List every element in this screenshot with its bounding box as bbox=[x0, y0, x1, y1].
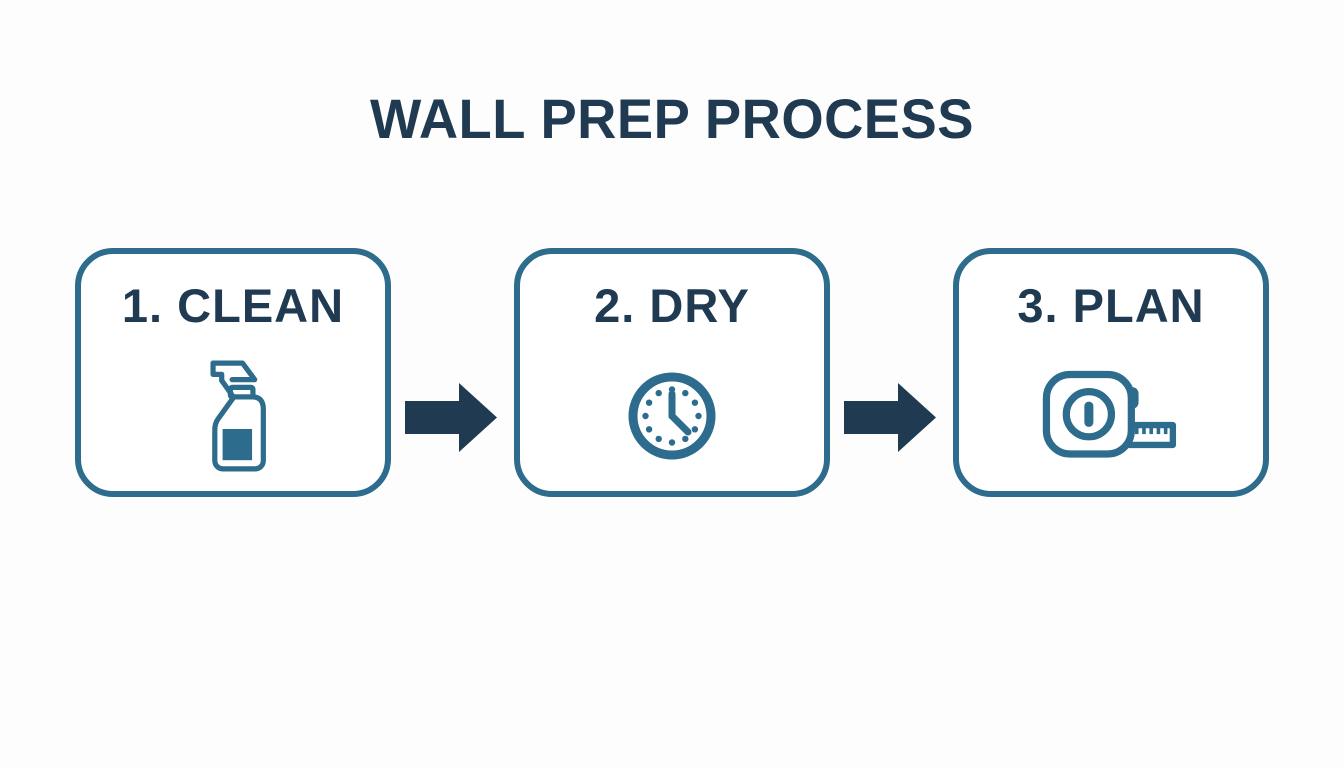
step-label: 2. DRY bbox=[594, 279, 750, 332]
clock-icon bbox=[622, 342, 722, 491]
arrow-right-icon bbox=[405, 380, 500, 455]
step-label: 3. PLAN bbox=[1017, 279, 1205, 332]
step-box-clean: 1. CLEAN bbox=[75, 248, 391, 497]
step-box-dry: 2. DRY bbox=[514, 248, 830, 497]
spray-bottle-icon bbox=[194, 342, 272, 491]
step-box-plan: 3. PLAN bbox=[953, 248, 1269, 497]
arrow-right-icon bbox=[844, 380, 939, 455]
step-label: 1. CLEAN bbox=[121, 279, 345, 332]
tape-measure-icon bbox=[1041, 342, 1181, 491]
process-flow: 1. CLEAN bbox=[0, 248, 1344, 497]
page-title: WALL PREP PROCESS bbox=[370, 87, 974, 150]
